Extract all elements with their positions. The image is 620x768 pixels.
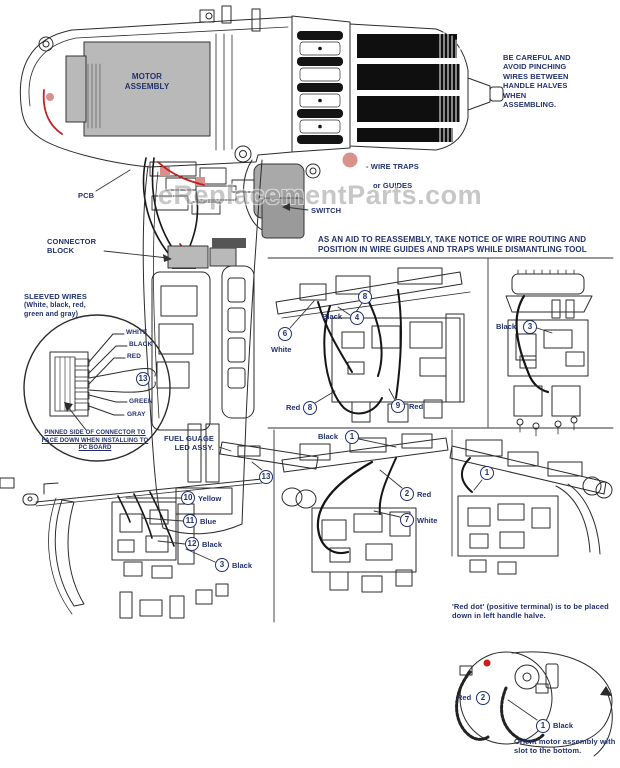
callout-4: 4: [350, 311, 364, 325]
chuck: [349, 23, 504, 151]
callout-3-right-word: Black: [496, 322, 517, 331]
callout-6: 6: [278, 327, 292, 341]
callout-9: 9: [391, 399, 405, 413]
sleeved-wires-subtitle: (White, black, red, green and gray): [24, 302, 86, 318]
fuel-gauge-label: FUEL GUAGE LED ASSY.: [163, 434, 214, 453]
sleeved-wires-inset: [23, 314, 171, 462]
clutch-collar: [291, 15, 351, 153]
panel-switch-right: [505, 269, 593, 437]
legend-line1: - WIRE TRAPS: [366, 162, 419, 172]
wire-label-black: BLACK: [129, 341, 153, 348]
wire-label-green: GREEN: [129, 398, 153, 405]
callout-3-left-word: Black: [232, 561, 253, 570]
callout-3-right: 3: [523, 320, 537, 334]
callout-2-red: 2: [400, 487, 414, 501]
panel-switch-middle: [275, 267, 471, 423]
trigger-switch-part: [243, 159, 305, 239]
callout-1-mid-word: Black: [318, 432, 339, 441]
motor-assembly-label: MOTOR ASSEMBLY: [124, 72, 170, 91]
drill-body: [19, 5, 321, 179]
callout-2-red-word: Red: [417, 490, 432, 499]
callout-13-inset: 13: [136, 372, 150, 386]
wire-label-white: WHITE: [126, 329, 148, 336]
handle: [142, 159, 263, 535]
fuel-gauge-led-assembly: [0, 441, 319, 547]
wire-label-gray: GRAY: [127, 411, 146, 418]
pinching-warning-note: BE CAREFUL AND AVOID PINCHING WIRES BETW…: [503, 53, 571, 109]
callout-12-word: Black: [202, 540, 223, 549]
motor-detail: [455, 651, 613, 757]
callout-12: 12: [185, 537, 199, 551]
callout-8-red: 8: [303, 401, 317, 415]
callout-6-word: White: [271, 345, 292, 354]
callout-11-word: Blue: [200, 517, 217, 526]
callout-4-word: Black: [322, 312, 343, 321]
callout-2-motor-word: Red: [457, 693, 472, 702]
orient-motor-note: Orient motor assembly with slot to the b…: [514, 737, 616, 756]
callout-1-mid: 1: [345, 430, 359, 444]
callout-7-word: White: [417, 516, 438, 525]
callout-1-motor: 1: [536, 719, 550, 733]
callout-11: 11: [183, 514, 197, 528]
callout-7: 7: [400, 513, 414, 527]
watermark: eReplacementParts.com: [158, 180, 483, 210]
legend-line2: or GUIDES: [373, 181, 413, 191]
bottom-left-switch-view: [48, 497, 229, 619]
callout-10-word: Yellow: [198, 494, 222, 503]
wire-traps-legend: - WIRE TRAPS or GUIDES: [366, 153, 419, 200]
callout-10: 10: [181, 491, 195, 505]
leader-lines: [95, 169, 553, 721]
callout-13-fuel: 13: [259, 470, 273, 484]
motor-assembly-part: [65, 41, 211, 137]
callout-2-motor: 2: [476, 691, 490, 705]
bottom-middle-switch-view: [281, 433, 449, 593]
bottom-right-switch-view: [449, 439, 613, 575]
wire-label-red: RED: [127, 353, 142, 360]
callout-8-red-word: Red: [286, 403, 301, 412]
switch-label: SWITCH: [311, 206, 342, 215]
callout-1-motor-word: Black: [553, 721, 574, 730]
sleeved-wires-title: SLEEVED WIRES: [24, 292, 87, 301]
connector-block-label: CONNECTOR BLOCK: [47, 237, 97, 256]
callout-8-top: 8: [358, 290, 372, 304]
callout-3-left: 3: [215, 558, 229, 572]
red-dot-note: 'Red dot' (positive terminal) is to be p…: [452, 602, 609, 621]
callout-1-right: 1: [480, 466, 494, 480]
reassembly-note: AS AN AID TO REASSEMBLY, TAKE NOTICE OF …: [318, 235, 587, 254]
pinned-side-note: PINNED SIDE OF CONNECTOR TO FACE DOWN WH…: [41, 430, 149, 451]
pcb-label: PCB: [78, 191, 95, 200]
callout-9-word: Red: [409, 402, 424, 411]
